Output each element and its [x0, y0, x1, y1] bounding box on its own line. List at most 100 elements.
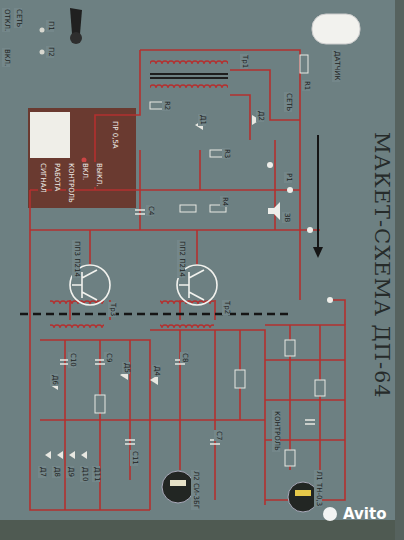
- circuit-part: [265, 359, 345, 361]
- circuit-part: [57, 451, 63, 459]
- circuit-part: [30, 112, 70, 158]
- part-label: R1: [302, 80, 310, 91]
- circuit-part: [267, 162, 273, 168]
- circuit-part: [70, 32, 82, 44]
- circuit-part: [95, 395, 105, 413]
- circuit-part: [214, 300, 216, 320]
- circuit-part: [30, 50, 345, 510]
- circuit-part: [235, 370, 245, 388]
- circuit-part: [0, 520, 404, 540]
- circuit-part: [45, 115, 260, 459]
- circuit-part: [180, 205, 196, 212]
- circuit-part: [70, 265, 217, 305]
- circuit-part: [160, 300, 214, 308]
- circuit-part: [125, 440, 135, 444]
- part-label: С7: [214, 430, 222, 441]
- part-label: С10: [68, 352, 76, 368]
- circuit-part: [150, 84, 228, 92]
- circuit-part: [307, 227, 313, 233]
- circuit-part: [330, 300, 345, 325]
- part-label: ЗВ: [282, 212, 290, 223]
- part-label: R4: [220, 196, 228, 207]
- part-label: Л2 СИ-3БГ: [191, 470, 199, 510]
- circuit-part: [99, 340, 101, 510]
- part-label: П2: [46, 46, 54, 58]
- part-label: КОНТРОЛЬ: [272, 410, 280, 452]
- part-label: ДАТЧИК: [332, 50, 340, 82]
- circuit-part: [140, 50, 300, 100]
- part-label: ПП3 П214: [72, 240, 80, 278]
- plate-label: РАБОТА: [52, 162, 60, 192]
- circuit-part: [285, 450, 295, 466]
- part-label: Р1: [284, 172, 292, 183]
- circuit-part: [268, 202, 280, 220]
- plate-label: ВЫКЛ.: [94, 162, 102, 187]
- circuit-part: [40, 419, 150, 421]
- circuit-part: [395, 0, 404, 540]
- part-label: Тр1: [240, 54, 248, 69]
- circuit-part: [20, 313, 290, 316]
- circuit-part: [150, 73, 228, 75]
- circuit-part: [305, 420, 315, 424]
- circuit-part: [287, 187, 293, 193]
- circuit-part: [150, 330, 265, 505]
- circuit-part: [327, 297, 333, 303]
- part-label: С4: [146, 205, 154, 216]
- circuit-part: [30, 229, 320, 231]
- circuit-part: [40, 28, 45, 33]
- circuit-part: [81, 451, 87, 459]
- part-label: ПП2 П214: [177, 240, 185, 278]
- circuit-part: [95, 50, 140, 190]
- circuit-part: [89, 230, 91, 265]
- part-label: С11: [130, 450, 138, 466]
- part-label: Д8: [52, 466, 60, 478]
- circuit-part: [70, 8, 82, 34]
- part-label: П1: [46, 20, 54, 32]
- circuit-part: [267, 162, 333, 303]
- part-label: С8: [180, 352, 188, 363]
- part-label: ОТКЛ.: [2, 8, 10, 32]
- part-label: СЕТЬ: [14, 8, 22, 28]
- circuit-part: [139, 150, 141, 230]
- watermark: Avito: [342, 506, 387, 523]
- plate-label: ВКЛ.: [80, 162, 88, 181]
- circuit-part: [299, 100, 301, 300]
- circuit-part: [150, 60, 228, 68]
- part-label: Д5: [122, 362, 130, 374]
- part-label: Д6: [50, 374, 58, 386]
- circuit-part: [317, 135, 319, 250]
- circuit-part: [265, 325, 345, 500]
- part-label: Л1 ТН-0,3: [314, 470, 322, 507]
- circuit-part: [135, 210, 145, 214]
- circuit-part: [40, 340, 150, 510]
- part-label: Д1: [198, 114, 206, 126]
- part-label: Тр3: [108, 302, 116, 317]
- circuit-part: [179, 330, 181, 470]
- circuit-part: [285, 340, 295, 356]
- circuit-part: [150, 419, 265, 421]
- circuit-part: [230, 95, 250, 140]
- circuit-part: [323, 507, 337, 521]
- circuit-part: [69, 451, 75, 459]
- part-label: Д7: [38, 466, 46, 478]
- panel-title: МАКЕТ-СХЕМА ДП-64: [370, 132, 394, 399]
- circuit-part: [64, 340, 66, 510]
- part-label: Д11: [92, 466, 100, 482]
- circuit-part: [199, 150, 201, 190]
- plate-label: ПР 0,5А: [110, 120, 118, 150]
- part-label: R2: [162, 100, 170, 111]
- part-label: Тр2: [222, 300, 230, 315]
- plate-label: СИГНАЛ: [38, 162, 46, 194]
- circuit-part: [319, 325, 321, 470]
- circuit-part: [214, 330, 216, 500]
- part-label: R3: [222, 148, 230, 159]
- circuit-part: [313, 247, 323, 258]
- part-label: Д2: [256, 110, 264, 122]
- part-label: Д4: [152, 365, 160, 377]
- plate-label: КОНТРОЛЬ: [66, 162, 74, 204]
- circuit-part: [312, 14, 360, 44]
- circuit-part: [315, 380, 325, 396]
